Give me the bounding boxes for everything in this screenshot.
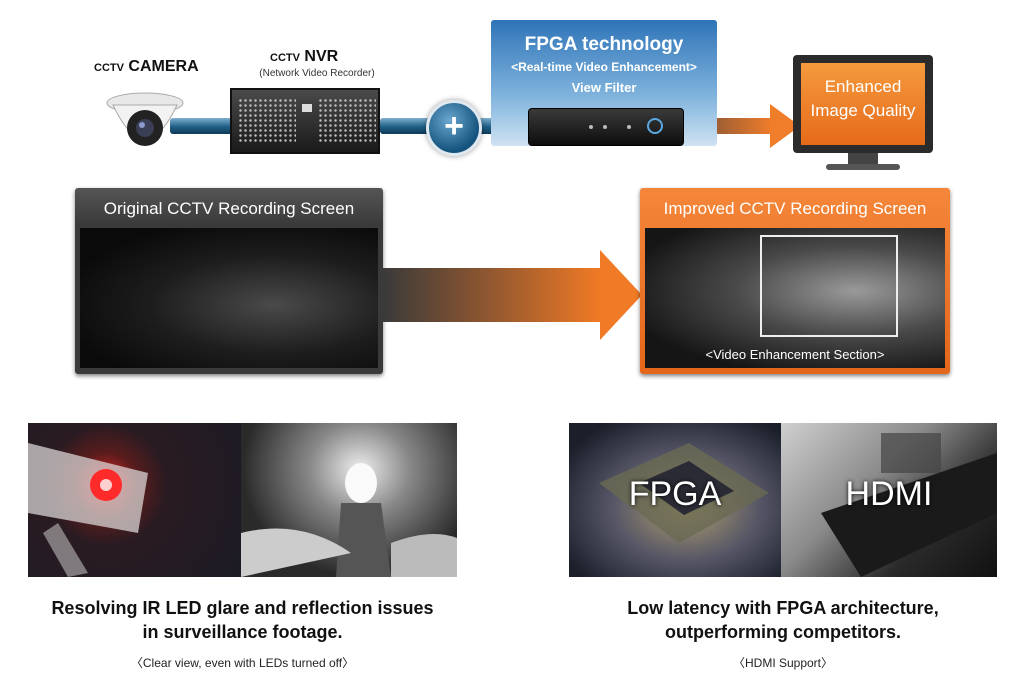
hdmi-cable-icon bbox=[821, 433, 997, 577]
hdmi-photo-label: HDMI bbox=[845, 475, 933, 513]
nvr-subtitle: (Network Video Recorder) bbox=[259, 68, 375, 79]
improved-cctv-image: <Video Enhancement Section> bbox=[645, 228, 945, 368]
dome-camera-icon bbox=[106, 92, 184, 146]
monitor-screen: Enhanced Image Quality bbox=[801, 63, 925, 145]
left-caption: Resolving IR LED glare and reflection is… bbox=[51, 598, 434, 642]
original-screen-panel: Original CCTV Recording Screen bbox=[75, 188, 383, 374]
plus-icon: + bbox=[426, 100, 482, 156]
nvr-device-icon bbox=[230, 88, 380, 154]
fpga-subtitle: <Real-time Video Enhancement> bbox=[511, 60, 697, 74]
chip-icon bbox=[599, 443, 769, 543]
pipe-1 bbox=[170, 118, 240, 134]
camera-label: CCTV CAMERA bbox=[94, 58, 199, 75]
improved-screen-panel: Improved CCTV Recording Screen <Video En… bbox=[640, 188, 950, 374]
night-scene-icon bbox=[241, 463, 457, 577]
nvr-label: CCTV NVR bbox=[270, 48, 339, 65]
right-caption: Low latency with FPGA architecture, outp… bbox=[627, 598, 939, 642]
monitor-stand bbox=[848, 153, 878, 167]
right-note: 〈HDMI Support〉 bbox=[732, 656, 834, 670]
monitor-text: Enhanced Image Quality bbox=[810, 77, 916, 120]
fpga-chip-photo: FPGA bbox=[569, 423, 781, 577]
view-filter-device-icon bbox=[528, 108, 684, 146]
ir-camera-icon bbox=[28, 443, 148, 577]
transition-arrow bbox=[383, 268, 601, 322]
monitor-base bbox=[826, 164, 900, 170]
device-power-ring bbox=[647, 118, 663, 134]
monitor-icon: Enhanced Image Quality bbox=[793, 55, 933, 153]
device-led bbox=[603, 125, 607, 129]
enhancement-caption: <Video Enhancement Section> bbox=[705, 347, 885, 362]
fpga-photo-label: FPGA bbox=[628, 475, 722, 513]
ir-camera-photo bbox=[28, 423, 241, 577]
improved-panel-title: Improved CCTV Recording Screen bbox=[663, 199, 927, 218]
nvr-vent-left bbox=[238, 98, 296, 142]
device-led bbox=[589, 125, 593, 129]
left-note: 〈Clear view, even with LEDs turned off〉 bbox=[130, 656, 355, 670]
original-panel-title: Original CCTV Recording Screen bbox=[103, 199, 355, 218]
device-led bbox=[627, 125, 631, 129]
original-cctv-image bbox=[80, 228, 378, 368]
nvr-button bbox=[302, 104, 312, 112]
transition-arrow-head-icon bbox=[600, 250, 642, 340]
hdmi-port-photo: HDMI bbox=[781, 423, 997, 577]
view-filter-label: View Filter bbox=[571, 80, 637, 95]
night-footage-photo bbox=[241, 423, 457, 577]
nvr-vent-right bbox=[318, 98, 376, 142]
fpga-title: FPGA technology bbox=[524, 34, 684, 55]
enhancement-region-box bbox=[760, 235, 898, 337]
